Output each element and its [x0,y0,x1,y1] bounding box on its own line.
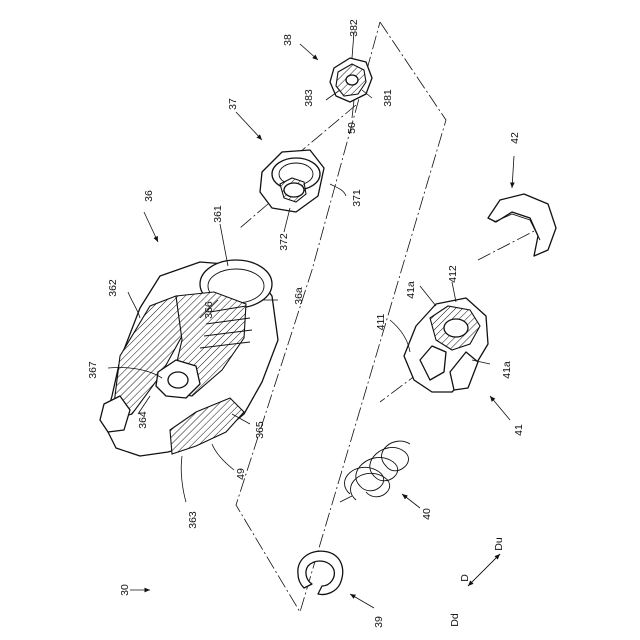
part-37-nut [260,150,324,212]
part-41-collet [404,298,488,392]
label-372: 372 [278,233,290,251]
label-365: 365 [254,421,266,439]
assembly-axis-line-2 [240,105,540,402]
label-40: 40 [421,508,433,520]
label-41: 41 [513,424,525,436]
label-41a-top: 41a [405,281,417,299]
label-50: 50 [346,122,358,134]
label-36a: 36a [293,287,305,305]
label-figure-30: 30 [119,584,131,596]
part-38-nut [330,58,372,102]
label-362: 362 [107,279,119,297]
label-38: 38 [282,34,294,46]
label-381: 381 [382,89,394,107]
label-412: 412 [447,265,459,283]
label-39: 39 [373,616,385,628]
label-371: 371 [351,189,363,207]
label-382: 382 [348,19,360,37]
label-363: 363 [187,511,199,529]
label-367: 367 [87,361,99,379]
label-41a-bottom: 41a [501,361,513,379]
label-42: 42 [509,132,521,144]
label-411: 411 [375,313,387,330]
part-39-c-ring [298,551,343,594]
label-37: 37 [227,98,239,110]
label-direction-D: D [459,574,471,582]
label-49: 49 [235,468,247,480]
label-366: 366 [203,301,215,319]
part-42-clip [488,194,556,256]
label-383: 383 [303,89,315,107]
label-direction-Dd: Dd [449,613,461,627]
part-40-spring [340,441,410,502]
label-36: 36 [143,190,155,202]
label-361: 361 [212,205,224,223]
label-direction-Du: Du [493,537,505,551]
label-364: 364 [137,411,149,429]
part-36-body [100,260,278,456]
